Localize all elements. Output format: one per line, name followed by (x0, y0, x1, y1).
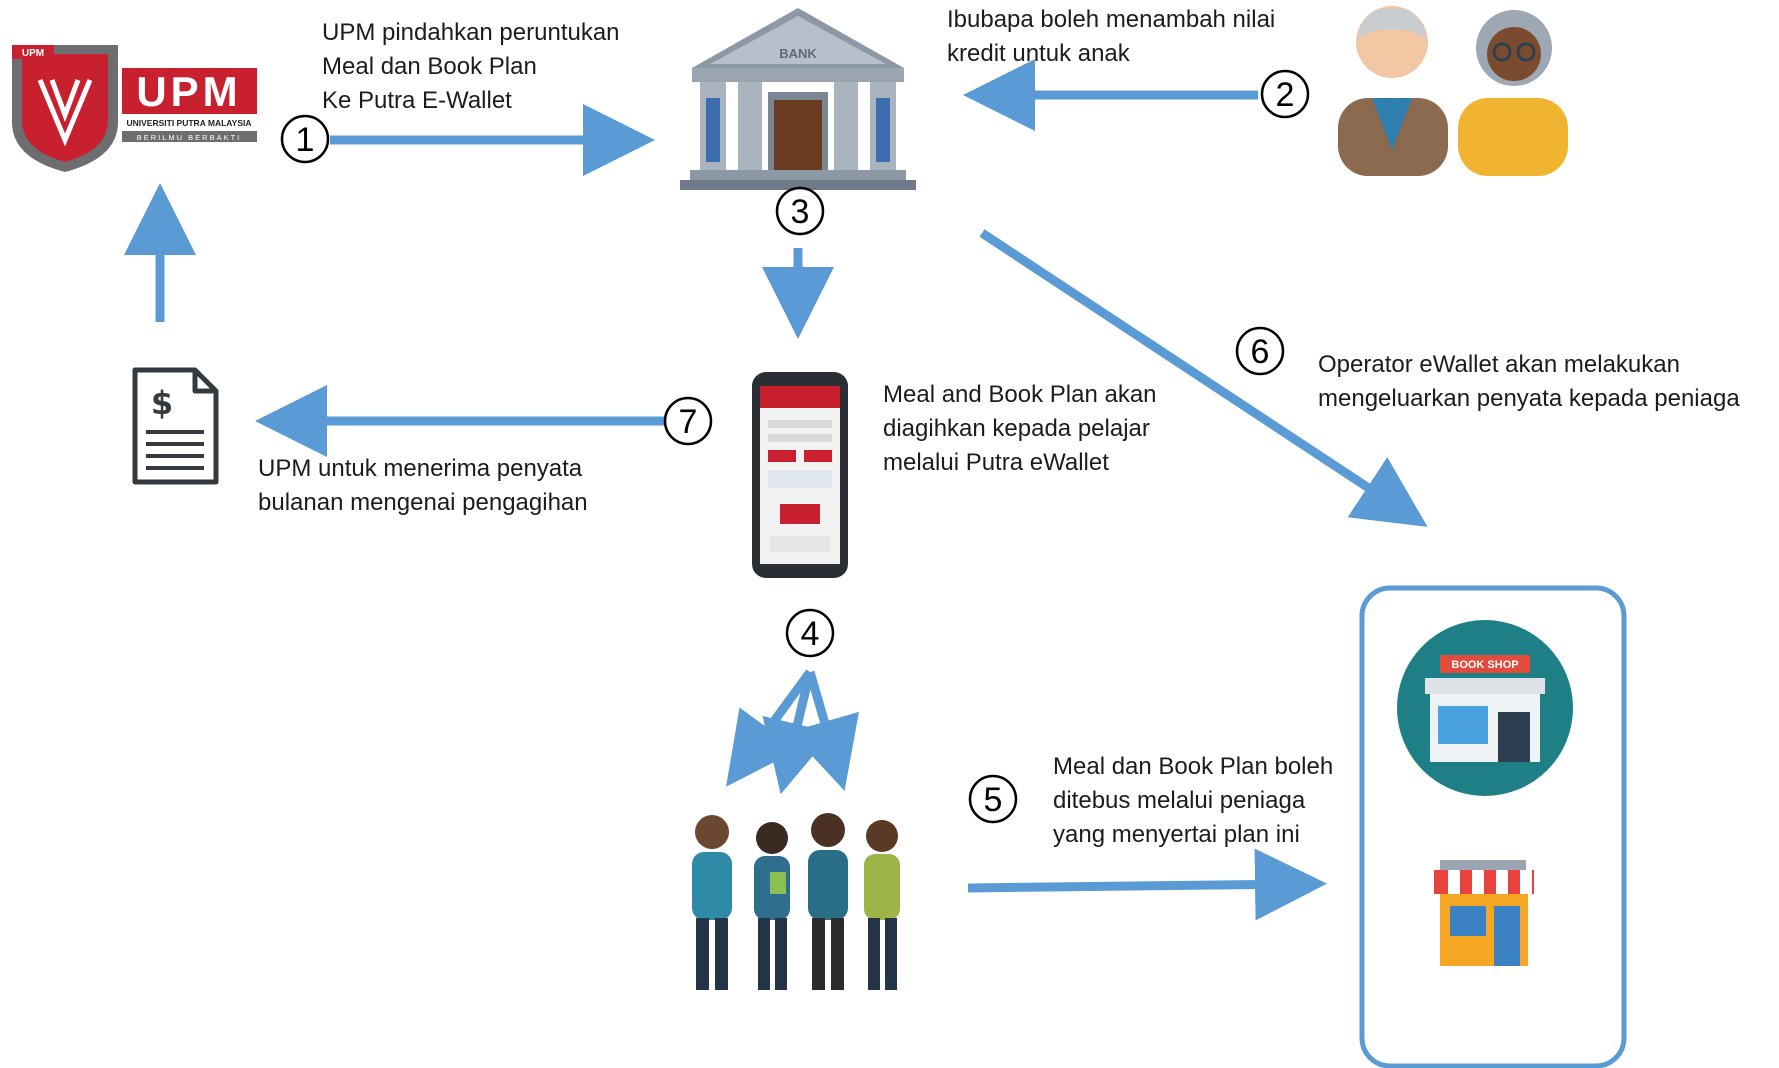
step-3-circle (775, 186, 825, 236)
merchants-box (1359, 585, 1627, 1068)
dollar-icon: $ (151, 384, 173, 422)
step-2-text: Ibubapa boleh menambah nilai kredit untu… (947, 3, 1275, 71)
step-2-number: 2 (1276, 76, 1295, 114)
logo-subtitle: UNIVERSITI PUTRA MALAYSIA (127, 118, 252, 128)
phone-text-line-3: melalui Putra eWallet (883, 449, 1109, 476)
step-2-circle (1260, 69, 1310, 119)
step-6-circle (1235, 326, 1285, 376)
upm-logo: UPM UPM UNIVERSITI PUTRA MALAYSIA BERILM… (12, 45, 257, 172)
phone-text-line-1: Meal and Book Plan akan (883, 381, 1157, 408)
step-1-line-2: Meal dan Book Plan (322, 53, 537, 80)
step-1-number: 1 (296, 121, 315, 159)
step-5-number: 5 (984, 781, 1003, 819)
arrow-bank-to-merchants (979, 229, 1428, 527)
step-1-line-3: Ke Putra E-Wallet (322, 87, 512, 114)
step-5-line-1: Meal dan Book Plan boleh (1053, 753, 1334, 780)
phone-text-line-2: diagihkan kepada pelajar (883, 415, 1150, 442)
arrow-students-to-merchants (967, 848, 1327, 921)
step-4-circle (785, 608, 835, 658)
step-3-number: 3 (791, 193, 810, 231)
step-5-line-3: yang menyertai plan ini (1053, 821, 1300, 848)
arrow-fork-right (789, 670, 860, 791)
bank-icon: BANK (680, 8, 916, 190)
step-1-text: UPM pindahkan peruntukan Meal dan Book P… (322, 16, 620, 118)
student-1 (692, 815, 732, 990)
step-7-number: 7 (679, 403, 698, 441)
phone-text: Meal and Book Plan akan diagihkan kepada… (883, 378, 1157, 480)
step-7-line-2: bulanan mengenai pengagihan (258, 489, 588, 516)
step-numbers: 1 2 3 4 5 6 7 (280, 69, 1310, 824)
shield-text: UPM (22, 48, 44, 59)
arrows (124, 59, 1428, 921)
step-7-circle (663, 396, 713, 446)
step-6-line-1: Operator eWallet akan melakukan (1318, 351, 1680, 378)
step-2-line-1: Ibubapa boleh menambah nilai (947, 6, 1276, 33)
step-4-number: 4 (801, 615, 820, 653)
bank-sign: BANK (779, 46, 817, 61)
step-5-text: Meal dan Book Plan boleh ditebus melalui… (1053, 750, 1333, 852)
step-6-number: 6 (1251, 333, 1270, 371)
bookshop-sign: BOOK SHOP (1451, 659, 1518, 671)
step-6-line-2: mengeluarkan penyata kepada peniaga (1318, 385, 1740, 412)
students-icon (692, 813, 900, 990)
student-4 (864, 820, 900, 990)
parents-icon (1338, 6, 1568, 176)
student-3 (808, 813, 848, 990)
step-6-text: Operator eWallet akan melakukan mengelua… (1318, 348, 1740, 416)
student-2 (754, 822, 790, 990)
shop-icon (1434, 860, 1534, 966)
logo-tagline: BERILMU BERBAKTI (137, 133, 242, 142)
step-5-circle (968, 774, 1018, 824)
invoice-icon: $ (132, 367, 219, 485)
phone-icon (752, 372, 848, 578)
bookshop-icon: BOOK SHOP (1397, 620, 1573, 796)
step-7-line-1: UPM untuk menerima penyata (258, 455, 583, 482)
step-5-line-2: ditebus melalui peniaga (1053, 787, 1306, 814)
step-2-line-2: kredit untuk anak (947, 40, 1130, 67)
step-1-circle (280, 114, 330, 164)
logo-wordmark: UPM (136, 68, 241, 115)
step-1-line-1: UPM pindahkan peruntukan (322, 19, 620, 46)
step-7-text: UPM untuk menerima penyata bulanan menge… (258, 452, 588, 520)
